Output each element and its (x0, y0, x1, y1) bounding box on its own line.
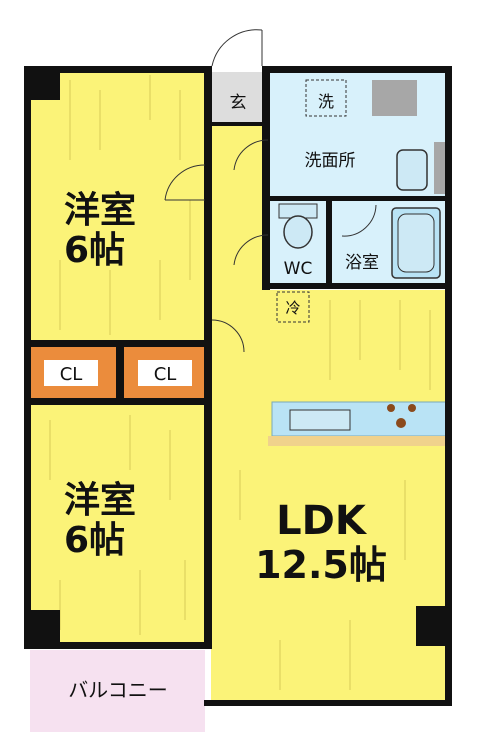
bedroom-2-type: 洋室 (64, 480, 136, 521)
closet-1-label: CL (60, 364, 83, 385)
sink (396, 149, 428, 191)
bedroom-1-size: 6帖 (64, 230, 125, 271)
closet-2-label: CL (154, 364, 177, 385)
toilet-bowl (283, 215, 313, 249)
fridge-label: 冷 (285, 299, 300, 317)
bedroom-2-size: 6帖 (64, 520, 125, 561)
washing-machine (305, 79, 347, 117)
stove-burner (408, 404, 416, 412)
stove-burner (396, 418, 406, 428)
bedroom-1-floor (30, 72, 205, 344)
bedroom-2-floor (30, 404, 205, 642)
washroom-label: 洗面所 (305, 151, 356, 171)
stove-burner (387, 404, 395, 412)
entrance-label: 玄 (230, 93, 247, 113)
washer-label: 洗 (318, 92, 334, 111)
fridge-space (276, 291, 310, 323)
bathroom-label: 浴室 (345, 253, 379, 273)
balcony-floor (30, 650, 205, 732)
bedroom-1-type: 洋室 (64, 190, 136, 231)
ldk-size: 12.5帖 (255, 543, 387, 587)
balcony-label: バルコニー (68, 678, 168, 702)
ldk-floor (211, 290, 446, 700)
ldk-type: LDK (276, 498, 368, 544)
toilet-label: WC (284, 259, 313, 279)
